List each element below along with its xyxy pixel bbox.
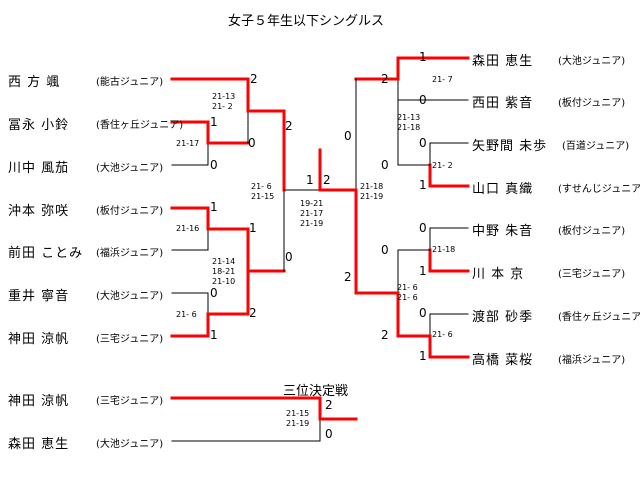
match-score: 21-17 bbox=[176, 139, 200, 148]
games-won: 0 bbox=[210, 286, 218, 300]
games-won: 1 bbox=[210, 328, 218, 342]
player-team: (福浜ジュニア) bbox=[558, 355, 626, 366]
player-name: 森田 恵生 bbox=[8, 437, 70, 452]
player-team: (香住ヶ丘ジュニア) bbox=[558, 312, 640, 323]
player-name: 前田 ことみ bbox=[8, 246, 84, 261]
games-won: 2 bbox=[381, 328, 389, 342]
games-won: 1 bbox=[210, 115, 218, 129]
match-score: 21- 6 21-15 bbox=[251, 182, 275, 201]
games-won: 1 bbox=[419, 349, 427, 363]
games-won: 2 bbox=[325, 398, 333, 412]
player-team: (三宅ジュニア) bbox=[96, 334, 164, 345]
player-team: (大池ジュニア) bbox=[96, 163, 164, 174]
match-score: 21- 6 bbox=[176, 310, 197, 319]
player-team: (板付ジュニア) bbox=[558, 226, 626, 237]
player-name: 冨永 小鈴 bbox=[8, 118, 70, 133]
player-name: 神田 涼帆 bbox=[8, 332, 70, 347]
games-won: 2 bbox=[323, 173, 331, 187]
games-won: 1 bbox=[419, 50, 427, 64]
player-name: 沖本 弥咲 bbox=[8, 204, 70, 219]
games-won: 2 bbox=[250, 72, 258, 86]
games-won: 1 bbox=[210, 200, 218, 214]
player-team: (能古ジュニア) bbox=[96, 77, 164, 88]
match-score: 21- 6 21- 6 bbox=[397, 283, 418, 302]
games-won: 0 bbox=[381, 158, 389, 172]
games-won: 1 bbox=[249, 221, 257, 235]
player-name: 川 本 京 bbox=[472, 267, 525, 282]
games-won: 0 bbox=[210, 158, 218, 172]
match-score: 21-16 bbox=[176, 224, 200, 233]
player-name: 中野 朱音 bbox=[472, 224, 534, 239]
match-score: 21-15 21-19 bbox=[286, 409, 310, 428]
player-name: 矢野間 未歩 bbox=[472, 139, 548, 154]
player-name: 川中 風茄 bbox=[8, 161, 70, 176]
player-team: (大池ジュニア) bbox=[96, 439, 164, 450]
third-place-label: 三位決定戦 bbox=[283, 384, 349, 399]
page-title: 女子５年生以下シングルス bbox=[228, 14, 385, 29]
player-team: (三宅ジュニア) bbox=[558, 269, 626, 280]
player-name: 渡部 砂季 bbox=[472, 310, 534, 325]
match-score: 21-18 bbox=[432, 245, 456, 254]
player-team: (百道ジュニア) bbox=[562, 141, 630, 152]
match-score: 21-18 21-19 bbox=[360, 182, 384, 201]
player-team: (香住ヶ丘ジュニア) bbox=[96, 120, 184, 131]
match-score: 21- 6 bbox=[432, 330, 453, 339]
player-team: (大池ジュニア) bbox=[96, 291, 164, 302]
games-won: 0 bbox=[381, 243, 389, 257]
player-name: 森田 恵生 bbox=[472, 54, 534, 69]
player-name: 高橋 菜桜 bbox=[472, 353, 534, 368]
match-score: 21-13 21-18 bbox=[397, 113, 421, 132]
player-team: (三宅ジュニア) bbox=[96, 396, 164, 407]
games-won: 0 bbox=[419, 93, 427, 107]
match-score: 21-14 18-21 21-10 bbox=[212, 257, 236, 286]
games-won: 0 bbox=[248, 136, 256, 150]
games-won: 1 bbox=[306, 173, 314, 187]
player-team: (板付ジュニア) bbox=[558, 98, 626, 109]
match-score: 21-13 21- 2 bbox=[212, 92, 236, 111]
games-won: 0 bbox=[419, 221, 427, 235]
match-score: 21- 2 bbox=[432, 161, 453, 170]
player-name: 重井 寧音 bbox=[8, 289, 70, 304]
games-won: 2 bbox=[344, 270, 352, 284]
player-name: 神田 涼帆 bbox=[8, 394, 70, 409]
games-won: 2 bbox=[285, 119, 293, 133]
games-won: 0 bbox=[419, 306, 427, 320]
games-won: 1 bbox=[419, 178, 427, 192]
match-score: 19-21 21-17 21-19 bbox=[300, 199, 324, 228]
match-score: 21- 7 bbox=[432, 75, 453, 84]
games-won: 2 bbox=[249, 306, 257, 320]
games-won: 0 bbox=[419, 136, 427, 150]
player-team: (福浜ジュニア) bbox=[96, 248, 164, 259]
player-team: (大池ジュニア) bbox=[558, 56, 626, 67]
games-won: 0 bbox=[325, 427, 333, 441]
player-name: 山口 真織 bbox=[472, 182, 534, 197]
player-team: (すせんじジュニア) bbox=[558, 184, 640, 195]
games-won: 1 bbox=[419, 264, 427, 278]
player-name: 西 方 颯 bbox=[8, 75, 61, 90]
games-won: 0 bbox=[285, 250, 293, 264]
player-team: (板付ジュニア) bbox=[96, 206, 164, 217]
games-won: 2 bbox=[381, 72, 389, 86]
games-won: 0 bbox=[344, 129, 352, 143]
player-name: 西田 紫音 bbox=[472, 96, 534, 111]
